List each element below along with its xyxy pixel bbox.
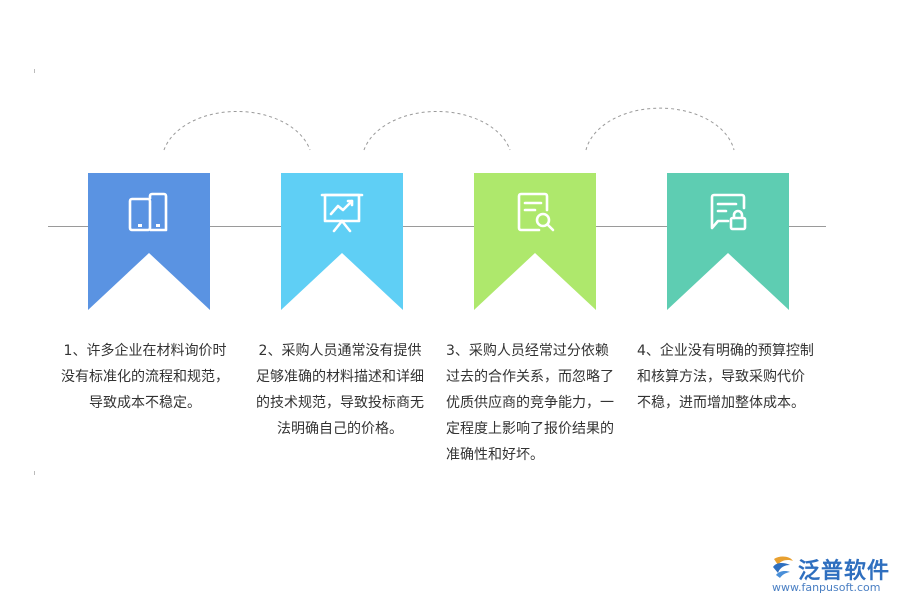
tablet-icon	[128, 192, 168, 232]
logo-mark-icon	[773, 556, 793, 578]
step-4-banner	[667, 173, 789, 310]
description-line: 2、采购人员通常没有提供	[258, 343, 422, 359]
corner-mark	[34, 471, 35, 475]
connector-arcs	[163, 107, 735, 151]
description-line: 3、采购人员经常过分依赖	[446, 343, 609, 359]
connector-arc	[363, 110, 511, 151]
description-line: 定程度上影响了报价结果的	[446, 421, 614, 437]
step-1-banner	[88, 173, 210, 310]
description-line: 导致成本不稳定。	[89, 395, 201, 411]
description-line: 过去的合作关系，而忽略了	[446, 369, 614, 385]
description-line: 准确性和好坏。	[446, 447, 544, 463]
connector-arc	[585, 107, 735, 151]
description-line: 法明确自己的价格。	[277, 421, 403, 437]
description-line: 足够准确的材料描述和详细	[256, 369, 424, 385]
step-4-description: 4、企业没有明确的预算控制 和核算方法，导致采购代价 不稳，进而增加整体成本。	[637, 338, 837, 416]
description-line: 4、企业没有明确的预算控制	[637, 343, 814, 359]
message-lock-icon	[710, 193, 747, 231]
document-search-icon	[517, 192, 555, 232]
step-2-description: 2、采购人员通常没有提供 足够准确的材料描述和详细 的技术规范，导致投标商无 法…	[240, 338, 440, 442]
connector-arc	[163, 110, 311, 151]
logo-url: www.fanpusoft.com	[772, 581, 881, 594]
brand-logo: 泛普软件 www.fanpusoft.com	[770, 553, 895, 598]
step-1-description: 1、许多企业在材料询价时 没有标准化的流程和规范， 导致成本不稳定。	[50, 338, 240, 416]
description-line: 不稳，进而增加整体成本。	[637, 395, 805, 411]
description-line: 和核算方法，导致采购代价	[637, 369, 805, 385]
description-line: 优质供应商的竞争能力，一	[446, 395, 614, 411]
step-3-banner	[474, 173, 596, 310]
corner-mark	[34, 69, 35, 73]
step-2-banner	[281, 173, 403, 310]
description-line: 1、许多企业在材料询价时	[63, 343, 227, 359]
description-line: 的技术规范，导致投标商无	[256, 395, 424, 411]
description-line: 没有标准化的流程和规范，	[61, 369, 229, 385]
presentation-chart-icon	[320, 193, 364, 233]
step-3-description: 3、采购人员经常过分依赖 过去的合作关系，而忽略了 优质供应商的竞争能力，一 定…	[446, 338, 636, 468]
logo-name: 泛普软件	[798, 559, 891, 584]
timeline-line	[48, 226, 826, 227]
